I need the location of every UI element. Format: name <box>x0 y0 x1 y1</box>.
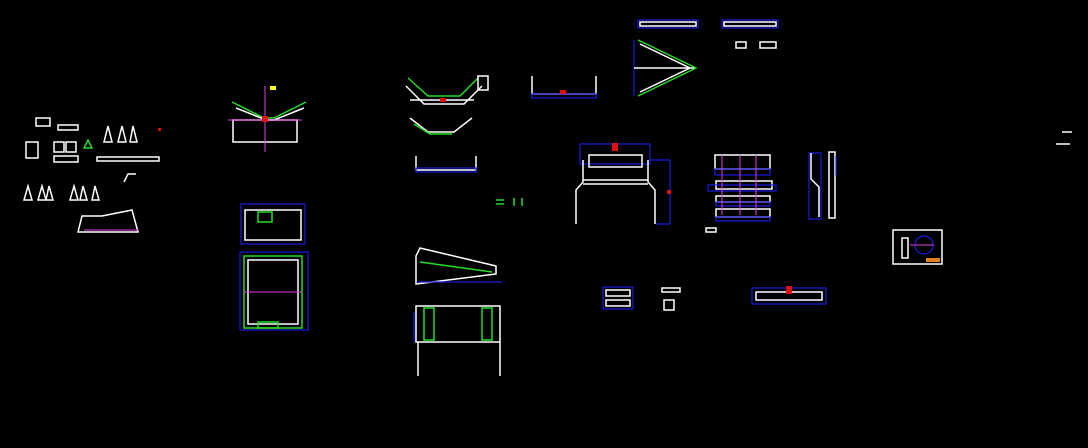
truss-drawing <box>633 19 779 97</box>
parts-cluster-left <box>23 117 161 233</box>
chute-drawing <box>405 75 523 206</box>
base-rail-drawing <box>751 286 827 305</box>
small-assembly-drawing <box>602 286 681 311</box>
hopper-drawing <box>413 247 502 376</box>
roller-set-drawing <box>707 154 777 222</box>
title-block <box>892 229 943 265</box>
annotation-marks-right <box>1056 131 1072 145</box>
side-leg-drawing <box>808 151 837 220</box>
tray-drawing <box>531 76 597 99</box>
frame-drawing-1 <box>239 203 309 331</box>
main-frame-drawing <box>575 143 717 233</box>
trough-idler-drawing <box>228 86 307 152</box>
